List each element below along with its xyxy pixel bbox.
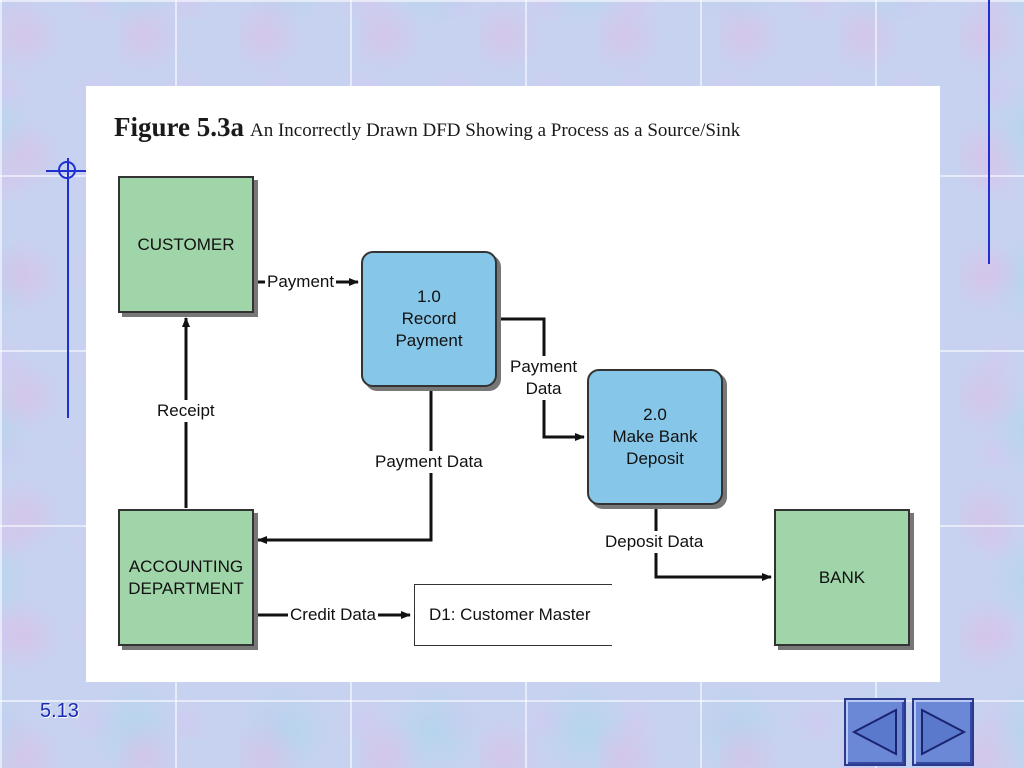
flow-label-payment-data-1: Payment Data [508,356,580,400]
flow-deposit-data-line [654,505,772,581]
process-record-payment-label: 1.0 Record Payment [395,287,463,350]
process-record-payment: 1.0 Record Payment [361,251,497,387]
slide-number: 5.13 [40,700,79,722]
figure-caption: An Incorrectly Drawn DFD Showing a Proce… [250,120,741,141]
figure-title: Figure 5.3a An Incorrectly Drawn DFD Show… [114,112,740,143]
decorative-circle [58,161,76,179]
previous-slide-button[interactable] [844,698,906,766]
entity-customer-label: CUSTOMER [137,234,235,254]
entity-accounting-label: ACCOUNTING DEPARTMENT [128,556,244,598]
flow-label-receipt: Receipt [155,400,217,422]
flow-label-payment: Payment [265,271,337,293]
entity-accounting-department: ACCOUNTING DEPARTMENT [118,509,254,646]
data-store-label: D1: Customer Master [429,605,591,624]
next-slide-button[interactable] [912,698,974,766]
flow-label-payment-data-2: Payment Data [373,451,485,473]
flow-label-credit-data: Credit Data [288,604,378,626]
decorative-vertical-line-left [67,158,69,418]
process-make-deposit-label: 2.0 Make Bank Deposit [612,405,698,468]
data-store-customer-master: D1: Customer Master [414,584,612,646]
left-triangle-icon [851,708,897,756]
entity-bank: BANK [774,509,910,646]
right-triangle-icon [921,708,967,756]
process-make-bank-deposit: 2.0 Make Bank Deposit [587,369,723,505]
flow-payment-data-2-line [257,388,433,544]
flow-label-deposit-data: Deposit Data [603,531,706,553]
figure-number: Figure 5.3a [114,112,244,142]
entity-customer: CUSTOMER [118,176,254,313]
entity-bank-label: BANK [818,567,866,587]
decorative-vertical-line-right [988,0,990,264]
